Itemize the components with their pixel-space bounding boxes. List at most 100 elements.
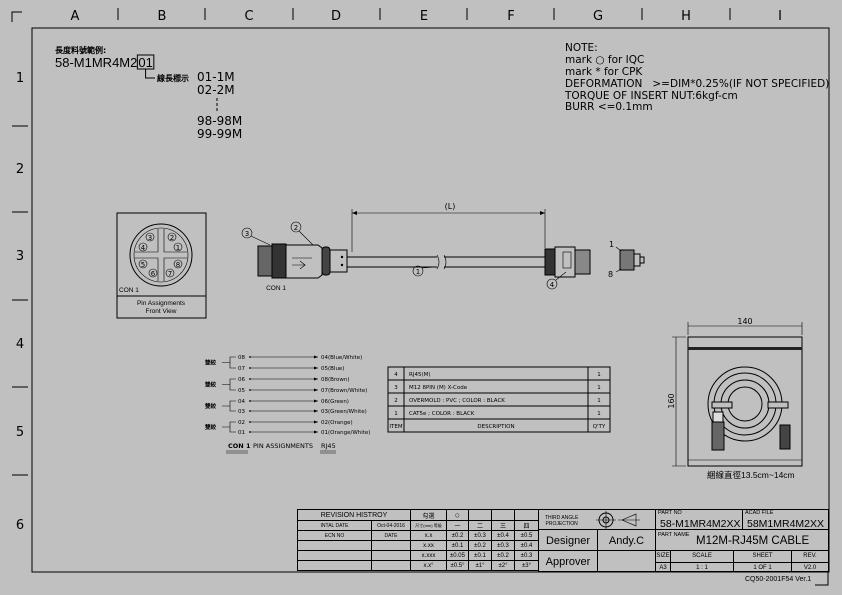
pin-dot	[249, 410, 251, 412]
wire-arrow	[314, 399, 318, 403]
tolerance-value: ±0.3	[491, 540, 515, 551]
length-option: 98-98M	[197, 114, 242, 128]
rj45-pin: 03(Green/White)	[321, 409, 367, 415]
tolerance-value: ±0.2	[468, 540, 492, 551]
part-number-example: 長度料號範例: 58-M1MR4M2 01 線長標示 01-1M 02-2M 9…	[55, 45, 242, 141]
rev: V2.0	[803, 565, 817, 571]
twisted-pair-bracket	[222, 356, 236, 369]
tolerance-value: ±0.3	[514, 550, 539, 561]
column-label: E	[420, 9, 428, 24]
designer-name: Andy.C	[597, 529, 656, 551]
pin-dot	[249, 400, 251, 402]
bom-description: CAT5e ; COLOR : BLACK	[409, 411, 475, 417]
package-drawing: 140 160 綑線直徑13.5cm~14cm	[667, 317, 803, 480]
row-label: 2	[16, 162, 24, 177]
column-label: I	[778, 9, 782, 24]
wire-arrow	[314, 366, 318, 370]
leader-line	[145, 69, 155, 79]
length-label: 線長標示	[157, 73, 189, 83]
grade-header: 尺寸(mm) 等級	[410, 520, 447, 531]
bom-header-qty: Q'TY	[593, 424, 606, 430]
tolerance-dim: x.x	[410, 530, 447, 541]
twisted-pair-bracket	[222, 400, 236, 412]
scale: 1 : 1	[696, 565, 708, 571]
check-label: 勾選	[410, 509, 447, 521]
item-balloon: 1	[416, 268, 420, 276]
note-line: NOTE:	[565, 42, 598, 54]
column-label: C	[244, 9, 253, 24]
tolerance-value: ±2°	[491, 560, 515, 571]
note-line: mark * for CPK	[565, 66, 643, 78]
column-label: D	[331, 9, 341, 24]
tolerance-value: ±0.2	[491, 550, 515, 561]
pin-number: 2	[170, 234, 174, 242]
item-balloon: 4	[550, 281, 555, 289]
con-pin: 07	[238, 366, 245, 372]
item-balloon: 2	[294, 224, 298, 232]
part-no-cell: PART NO 58-M1MR4M2XX	[655, 509, 743, 530]
rj45-pin: 06(Green)	[321, 399, 349, 405]
front-view-caption: Pin Assignments	[137, 300, 186, 307]
tolerance-value: ±3°	[514, 560, 539, 571]
row-label: 6	[16, 518, 24, 533]
sheet: 1 OF 1	[753, 565, 772, 571]
column-label: H	[681, 9, 691, 24]
pin-dot	[249, 356, 251, 358]
twisted-pair-label: 雙絞	[205, 423, 217, 431]
wire-arrow	[314, 409, 318, 413]
drawing-border	[31, 27, 830, 573]
twisted-pair-bracket	[222, 421, 236, 433]
bom-description: OVERMOLD : PVC ; COLOR : BLACK	[409, 398, 505, 404]
grade: 四	[514, 520, 539, 531]
projection-label: PROJECTION	[545, 521, 578, 527]
rj45-pin: 08(Brown)	[321, 377, 350, 383]
wire-arrow	[314, 430, 318, 434]
column-dividers	[12, 8, 731, 476]
pin-dot	[249, 367, 251, 369]
rev-cell: REV.V2.0	[791, 550, 829, 572]
example-code-suffix: 01	[138, 55, 152, 70]
pin-number: 5	[141, 261, 145, 269]
tolerance-value: ±0.4	[491, 530, 515, 541]
column-label: B	[158, 9, 167, 24]
size: A3	[659, 565, 667, 571]
grade: 二	[468, 520, 492, 531]
bom-qty: 1	[597, 411, 601, 417]
footer-title: PIN ASSIGNMENTS	[253, 442, 313, 450]
package-caption: 綑線直徑13.5cm~14cm	[707, 470, 795, 480]
rj45-pin: 01(Orange/White)	[321, 430, 370, 436]
wire-arrow	[314, 377, 318, 381]
pin-number: 6	[151, 270, 156, 278]
tolerance-value: ±0.1	[446, 540, 469, 551]
approver-name	[597, 550, 656, 572]
corner-mark	[815, 572, 829, 586]
scale-label: SCALE	[671, 551, 733, 563]
example-title: 長度料號範例:	[55, 45, 106, 55]
package-width: 140	[737, 317, 752, 326]
bom-header-item: ITEM	[389, 424, 402, 430]
grade: 三	[491, 520, 515, 531]
example-code: 58-M1MR4M2	[55, 55, 137, 70]
tolerance-value: ±0.4	[514, 540, 539, 551]
item-balloon: 3	[245, 230, 249, 238]
third-angle-projection-icon	[596, 511, 640, 529]
bom-header-description: DESCRIPTION	[477, 424, 514, 430]
rj45-pin: 05(Blue)	[321, 366, 344, 372]
tolerance-value: ±0.1	[468, 550, 492, 561]
bom-qty: 1	[597, 385, 601, 391]
pin-front-view: 2 3 4 1 5 8 6 7 CON 1 Pin Assignments Fr…	[116, 212, 207, 319]
bom-qty: 1	[597, 398, 601, 404]
form-code: CQ50-2001F54 Ver.1	[745, 576, 812, 583]
pin-number: 4	[141, 244, 146, 252]
row-label: 5	[16, 425, 24, 440]
tolerance-value: ±0.05	[446, 550, 469, 561]
check-mark: ○	[446, 509, 469, 521]
rj45-pin-first: 1	[609, 240, 614, 249]
length-option: 99-99M	[197, 127, 242, 141]
pin-dot	[249, 378, 251, 380]
note-line: TORQUE OF INSERT NUT:6kgf-cm	[564, 90, 738, 102]
con-pin: 02	[238, 420, 245, 426]
